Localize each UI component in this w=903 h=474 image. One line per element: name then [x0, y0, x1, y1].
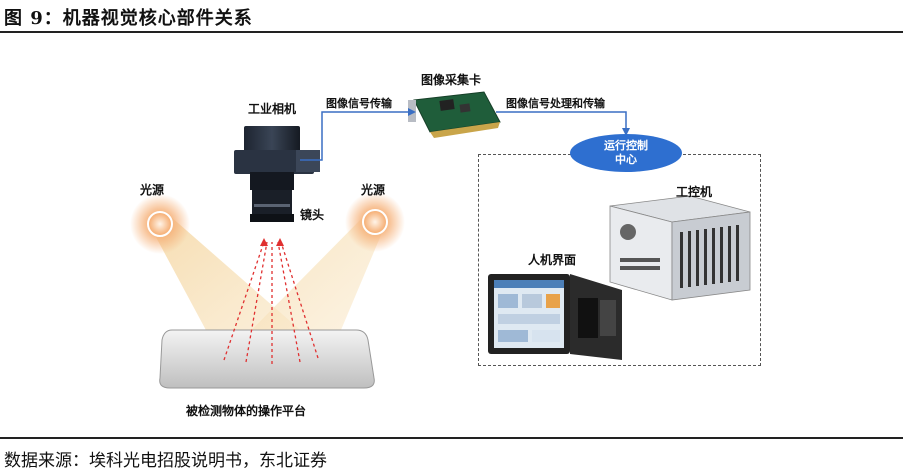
left-light-glow: [130, 194, 190, 254]
hmi-panel: [488, 274, 622, 360]
hmi-label: 人机界面: [528, 253, 577, 267]
connector-lines: [300, 111, 627, 161]
source-note: 数据来源：埃科光电招股说明书，东北证券: [4, 451, 327, 471]
platform-label: 被检测物体的操作平台: [186, 404, 307, 418]
control-center-line2: 中心: [615, 153, 637, 166]
reflection-rays: [223, 241, 319, 364]
right-light-ring: [362, 209, 388, 235]
top-rule: [0, 31, 903, 33]
control-system-box: [478, 154, 761, 366]
right-light-glow: [345, 192, 405, 252]
control-center: 运行控制 中心: [570, 134, 682, 172]
ipc-label: 工控机: [676, 185, 713, 199]
left-light-ring: [147, 211, 173, 237]
industrial-pc: [609, 195, 751, 301]
transmission-label: 图像信号传输: [326, 97, 392, 110]
bottom-rule: [0, 437, 903, 439]
arrow-to-center: [622, 128, 630, 136]
figure-title: 图 9：机器视觉核心部件关系: [4, 8, 253, 29]
arrow-to-card: [408, 108, 416, 116]
frame-grabber-label: 图像采集卡: [421, 73, 482, 87]
left-light-label: 光源: [140, 183, 165, 197]
processing-label: 图像信号处理和传输: [506, 97, 605, 110]
inspection-platform: [159, 329, 375, 389]
right-light-beam: [222, 214, 384, 360]
lens-label: 镜头: [300, 208, 325, 222]
frame-grabber-card: [408, 91, 501, 138]
control-center-line1: 运行控制: [604, 139, 648, 152]
ray-arrowheads: [260, 238, 284, 246]
camera-label: 工业相机: [248, 102, 297, 116]
industrial-camera: [234, 126, 320, 222]
right-light-label: 光源: [361, 183, 386, 197]
